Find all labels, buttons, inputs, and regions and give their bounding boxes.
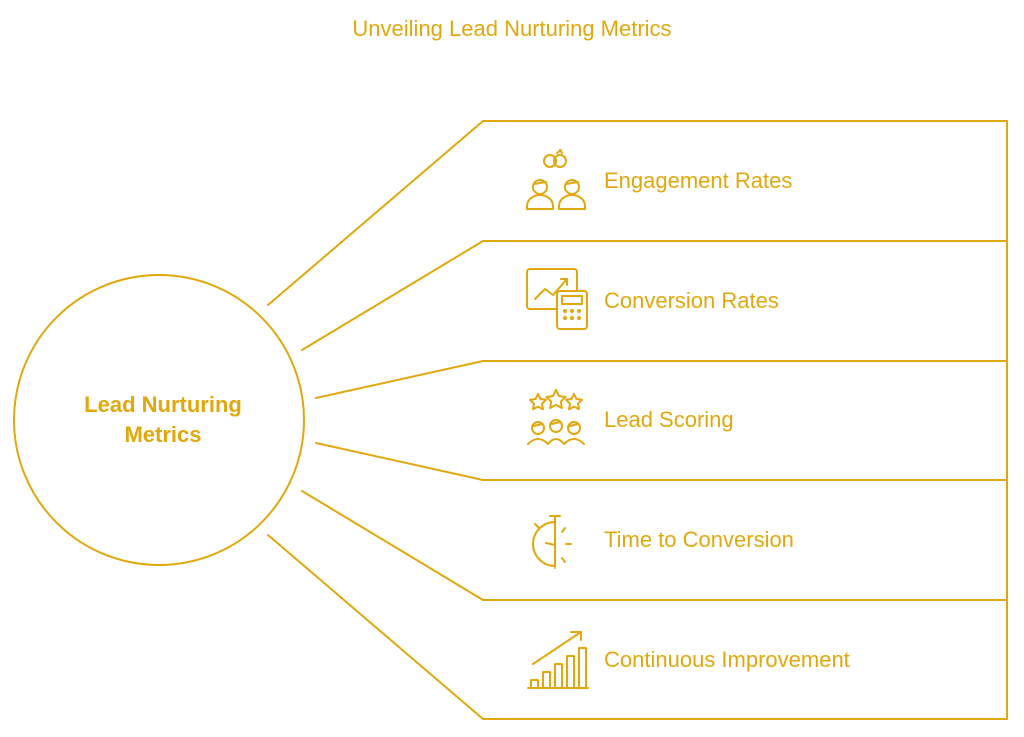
metric-boxes [482,120,1008,720]
stars-people-icon [527,389,585,445]
page-title: Unveiling Lead Nurturing Metrics [352,16,672,41]
metric-label-lead-scoring: Lead Scoring [604,407,734,432]
metric-label-conversion-rates: Conversion Rates [604,288,779,313]
growth-chart-icon [527,631,589,689]
chart-calculator-icon [526,268,588,330]
hub-label-line2: Metrics [124,422,202,447]
connectors [267,120,484,720]
hub-circle [13,274,305,566]
hub-label: Lead Nurturing Metrics [60,390,266,450]
hub-label-line1: Lead Nurturing [84,392,242,417]
metric-label-continuous-improvement: Continuous Improvement [604,647,850,672]
metric-label-engagement-rates: Engagement Rates [604,168,793,193]
stopwatch-icon [532,515,572,569]
metric-label-time-to-conversion: Time to Conversion [604,527,794,552]
people-link-icon [526,149,586,210]
